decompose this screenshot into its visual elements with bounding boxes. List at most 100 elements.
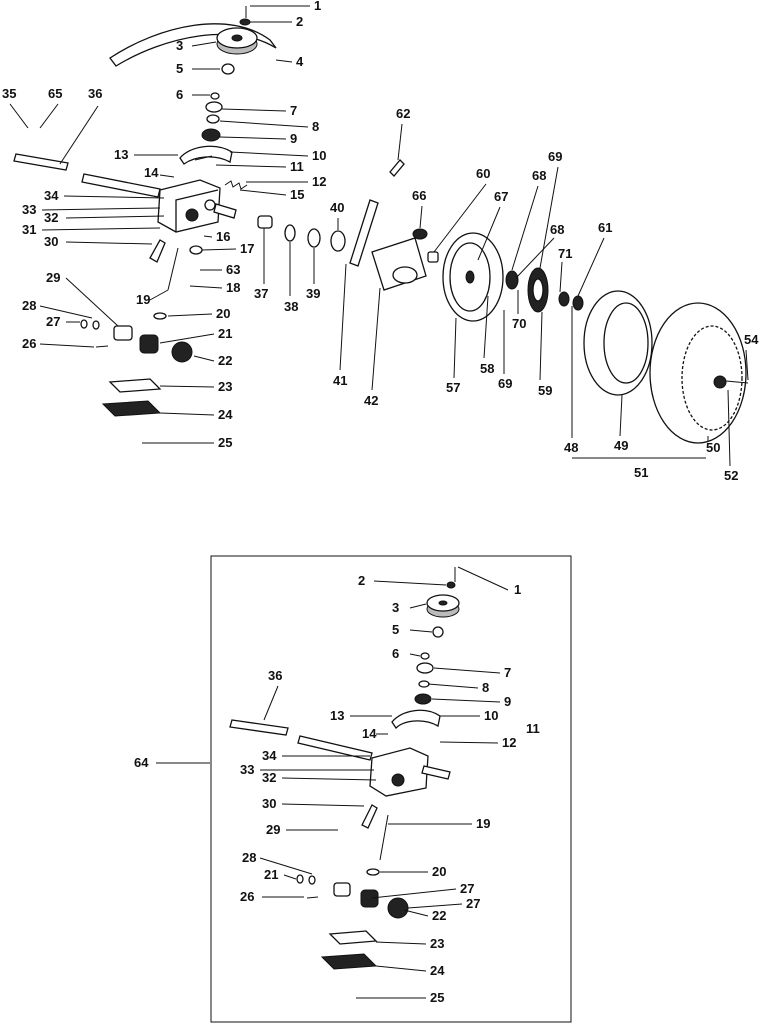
top-part-label: 67 (494, 189, 508, 204)
top-leader-line (149, 289, 169, 301)
top-leader-line (193, 355, 215, 362)
top-leader-line (539, 166, 559, 269)
top-part-label: 31 (22, 222, 36, 237)
top-leader-line (63, 195, 165, 199)
box-leader-line (439, 741, 499, 744)
top-part-label: 2 (296, 14, 303, 29)
box-leader-line (375, 965, 427, 972)
top-leader-line (159, 412, 215, 416)
top-leader-line (201, 248, 237, 251)
top-leader-line (483, 295, 489, 359)
top-leader-line (371, 287, 381, 391)
top-leader-line (65, 241, 153, 245)
subassembly-frame (210, 555, 572, 1023)
top-part-label: 50 (706, 440, 720, 455)
top-part-label: 37 (254, 286, 268, 301)
top-part-label: 49 (614, 438, 628, 453)
top-part-label: 34 (44, 188, 59, 203)
box-part-label: 12 (502, 735, 516, 750)
box-part-label: 6 (392, 646, 399, 661)
box-leader-line (281, 803, 365, 807)
top-part-label: 33 (22, 202, 36, 217)
top-part-label: 40 (330, 200, 344, 215)
top-leader-line (745, 349, 749, 381)
top-leader-line (41, 207, 161, 211)
box-part-label: 8 (482, 680, 489, 695)
top-leader-line (39, 343, 95, 348)
top-leader-line (159, 174, 175, 178)
top-leader-line (453, 317, 457, 379)
top-leader-line (275, 59, 293, 63)
top-part-label: 62 (396, 106, 410, 121)
top-leader-line (477, 206, 501, 261)
top-part-label: 7 (290, 103, 297, 118)
top-part-label: 18 (226, 280, 240, 295)
top-part-label: 32 (44, 210, 58, 225)
box-part-label: 9 (504, 694, 511, 709)
box-leader-line (409, 603, 427, 609)
top-part-label: 1 (314, 0, 321, 13)
top-part-label: 59 (538, 383, 552, 398)
top-leader-line (189, 285, 223, 289)
top-part-label: 39 (306, 286, 320, 301)
top-leader-line (419, 205, 423, 229)
top-leader-line (229, 151, 309, 157)
top-part-label: 38 (284, 299, 298, 314)
box-leader-line (259, 857, 313, 875)
top-leader-line (65, 277, 119, 327)
box-part-label: 14 (362, 726, 377, 741)
top-part-label: 4 (296, 54, 304, 69)
top-part-label: 21 (218, 326, 232, 341)
box-leader-line (409, 653, 421, 657)
box-leader-line (263, 685, 279, 721)
box-part-label: 10 (484, 708, 498, 723)
top-leader-line (167, 313, 213, 317)
top-part-label: 63 (226, 262, 240, 277)
top-part-label: 19 (136, 292, 150, 307)
top-leader-line (577, 237, 605, 297)
top-part-label: 30 (44, 234, 58, 249)
top-leader-line (65, 215, 165, 219)
box-leader-line (433, 667, 501, 674)
box-part-label: 32 (262, 770, 276, 785)
top-part-label: 58 (480, 361, 494, 376)
top-part-label: 48 (564, 440, 578, 455)
box-part-label: 27 (460, 881, 474, 896)
box-part-label: 29 (266, 822, 280, 837)
box-part-label: 2 (358, 573, 365, 588)
top-part-label: 23 (218, 379, 232, 394)
top-part-label: 13 (114, 147, 128, 162)
box-part-label: 20 (432, 864, 446, 879)
top-part-label: 20 (216, 306, 230, 321)
top-part-label: 17 (240, 241, 254, 256)
top-part-label: 36 (88, 86, 102, 101)
top-leader-line (191, 41, 217, 47)
top-part-label: 28 (22, 298, 36, 313)
top-part-label: 52 (724, 468, 738, 483)
box-leader-line (457, 566, 509, 591)
top-part-label: 65 (48, 86, 62, 101)
box-leader-line (371, 888, 457, 899)
top-part-label: 10 (312, 148, 326, 163)
box-leader-line (427, 683, 479, 689)
top-part-label: 27 (46, 314, 60, 329)
box-part-label: 23 (430, 936, 444, 951)
top-assembly (13, 6, 749, 444)
top-part-label: 8 (312, 119, 319, 134)
top-part-label: 70 (512, 316, 526, 331)
box-part-label: 11 (526, 721, 540, 736)
top-part-label: 60 (476, 166, 490, 181)
box-part-label: 64 (134, 755, 149, 770)
top-part-label: 69 (498, 376, 512, 391)
top-part-label: 61 (598, 220, 612, 235)
top-leader-line (219, 136, 287, 140)
box-leader-line (431, 698, 501, 703)
box-part-label: 13 (330, 708, 344, 723)
box-part-label: 24 (430, 963, 445, 978)
top-leader-line (159, 333, 215, 344)
top-leader-line (39, 103, 59, 129)
top-leader-line (515, 237, 555, 279)
box-part-label: 3 (392, 600, 399, 615)
top-leader-line (215, 164, 287, 168)
